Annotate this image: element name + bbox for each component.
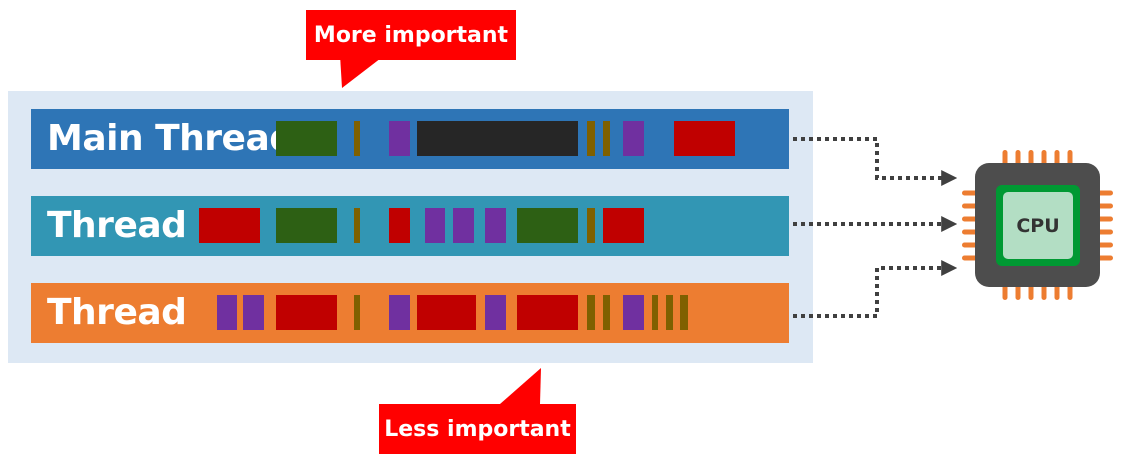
work-block (517, 295, 578, 330)
work-block (354, 295, 360, 330)
work-block (680, 295, 688, 330)
work-block (652, 295, 658, 330)
work-block (417, 121, 578, 156)
cpu-core-inner (1003, 192, 1073, 259)
thread-3-arrow (793, 260, 958, 318)
work-block (603, 121, 610, 156)
thread-label-2: Thread (47, 205, 187, 246)
cpu-label: CPU (1016, 215, 1060, 237)
main-thread-label: Main Thread (47, 118, 295, 159)
less-important-callout: Less important (379, 404, 576, 454)
work-block (603, 208, 644, 243)
work-block (517, 208, 578, 243)
more-important-callout: More important (306, 10, 516, 60)
work-block (199, 208, 260, 243)
work-block (485, 295, 506, 330)
work-block (603, 295, 610, 330)
work-block (354, 208, 360, 243)
bottom-callout-tail (500, 368, 541, 404)
work-block (354, 121, 360, 156)
work-block (666, 295, 673, 330)
work-block (276, 295, 337, 330)
work-block (276, 208, 337, 243)
top-callout-tail (340, 55, 385, 88)
work-block (425, 208, 445, 243)
work-block (587, 208, 595, 243)
work-block (389, 208, 410, 243)
main-thread-row: Main Thread (31, 109, 789, 169)
work-block (389, 121, 410, 156)
work-block (453, 208, 474, 243)
work-block (485, 208, 506, 243)
work-block (587, 295, 595, 330)
work-block (243, 295, 264, 330)
work-block (674, 121, 735, 156)
work-block (217, 295, 237, 330)
work-block (623, 121, 644, 156)
work-block (276, 121, 337, 156)
thread-row-2: Thread (31, 196, 789, 256)
thread-row-3: Thread (31, 283, 789, 343)
thread-label-3: Thread (47, 292, 187, 333)
work-block (389, 295, 410, 330)
work-block (623, 295, 644, 330)
work-block (587, 121, 595, 156)
work-block (417, 295, 476, 330)
main-thread-arrow (793, 137, 958, 186)
